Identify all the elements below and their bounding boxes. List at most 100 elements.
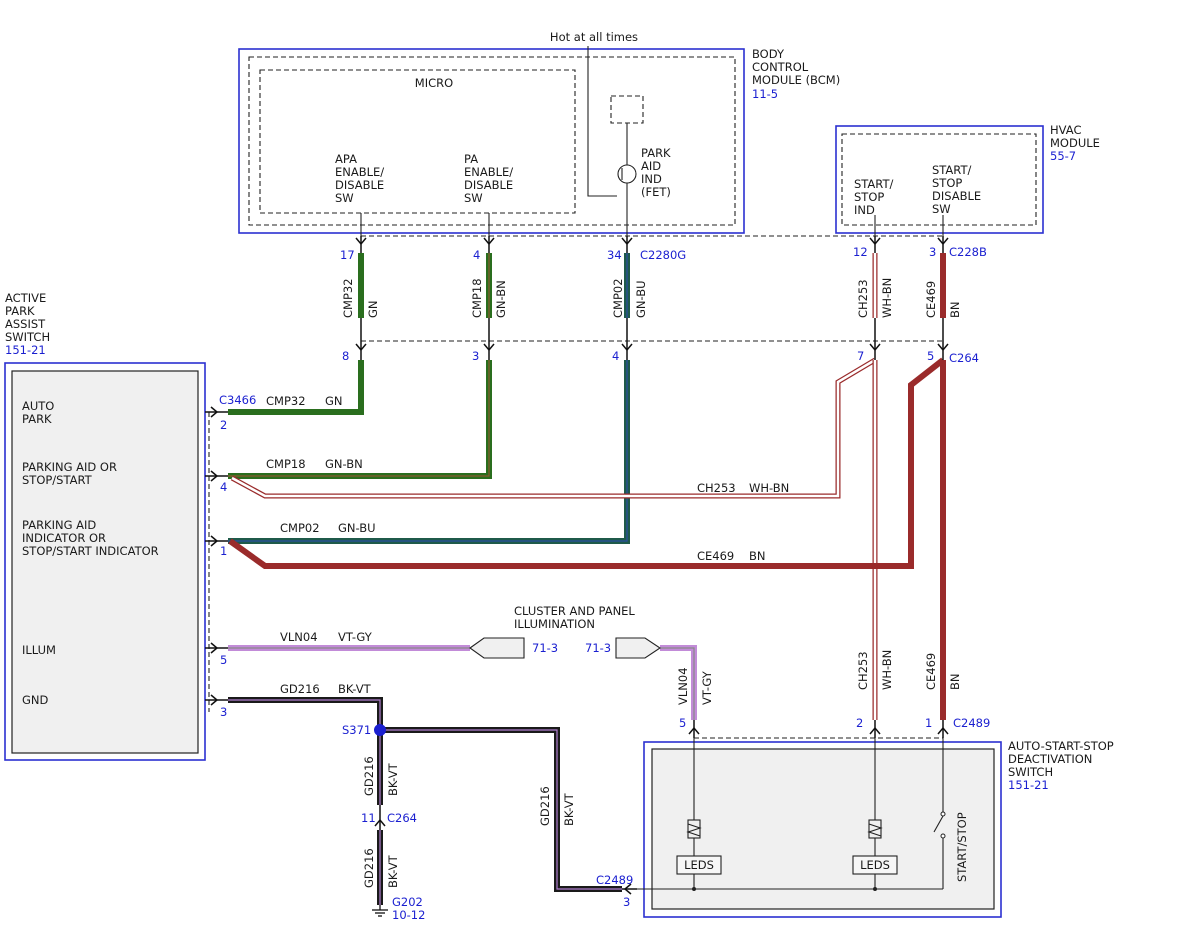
wire-color-label: WH-BN (880, 278, 894, 318)
wire-color-label: GN (366, 300, 380, 318)
wire-circuit-label: GD216 (280, 682, 320, 696)
wire-circuit-label: CMP02 (280, 521, 320, 535)
pin-number: 1 (220, 544, 227, 558)
micro-label: MICRO (415, 76, 453, 90)
wire-circuit-label: CH253 (856, 651, 870, 690)
bcm-ref: 11-5 (752, 87, 778, 101)
offpage-connector-left-icon (469, 637, 525, 659)
wire-color-label: GN (325, 394, 343, 408)
wire-circuit-label: CMP18 (266, 457, 306, 471)
pin-number: 5 (679, 716, 686, 730)
hot-feed-line (587, 46, 617, 197)
wire-circuit-label: VLN04 (676, 667, 690, 705)
wire-color-label: VT-GY (338, 630, 373, 644)
leds-label-1: LEDS (684, 858, 714, 872)
pin-number: 1 (925, 716, 932, 730)
wire-circuit-label: CMP32 (266, 394, 306, 408)
wire-color-label: WH-BN (880, 650, 894, 690)
wire-color-label: GN-BN (325, 457, 363, 471)
wire-color-label: BN (948, 674, 962, 691)
wire-circuit-label: CE469 (697, 549, 734, 563)
connector-c2489: C2489 (953, 716, 990, 730)
pin-number: 8 (342, 349, 349, 363)
pin-number: 12 (853, 245, 868, 259)
wire-gd216-apas (228, 697, 383, 805)
wire-circuit-label: GD216 (362, 756, 376, 796)
pin-number: 3 (472, 349, 479, 363)
pin-numbers: 17 4 34 12 3 8 3 4 7 5 2 4 1 5 3 5 2 1 3… (220, 245, 936, 909)
connector-c3466: C3466 (219, 393, 256, 407)
illumination-ref-left: 71-3 (532, 641, 558, 655)
connector-c2489-gnd: C2489 (596, 873, 633, 887)
pin-number: 17 (340, 248, 355, 262)
pin-number: 2 (856, 716, 863, 730)
fet-box (610, 95, 644, 124)
wire-cmp02-lower (228, 360, 630, 544)
leds-label-2: LEDS (860, 858, 890, 872)
wire-circuit-label: CH253 (856, 279, 870, 318)
splice-s371-icon (374, 724, 386, 736)
wire-circuit-label: CMP32 (341, 278, 355, 318)
wire-circuit-label: CMP02 (611, 278, 625, 318)
apas-pin-gnd: GND (22, 693, 49, 707)
start-stop-switch-label: START/STOP (955, 812, 969, 882)
wire-color-label: BK-VT (386, 854, 400, 888)
splice-s371-label: S371 (342, 723, 371, 737)
wire-circuit-label: GD216 (362, 848, 376, 888)
illumination-ref-right: 71-3 (585, 641, 611, 655)
wire-circuit-label: CH253 (697, 481, 736, 495)
ground-name: G202 (392, 895, 423, 909)
wire-circuit-label: CE469 (924, 281, 938, 318)
hvac-ref: 55-7 (1050, 149, 1076, 163)
wire-color-label: WH-BN (749, 481, 789, 495)
pin-number: 2 (220, 418, 227, 432)
wire-circuit-label: VLN04 (280, 630, 318, 644)
hot-at-all-times-label: Hot at all times (550, 30, 638, 44)
connector-c264: C264 (949, 351, 979, 365)
pin-number: 5 (927, 349, 934, 363)
pin-number: 11 (361, 811, 376, 825)
wire-color-label: GN-BU (634, 280, 648, 318)
wire-color-label: BN (749, 549, 766, 563)
pin-number: 3 (220, 705, 227, 719)
leds-box-1 (676, 855, 722, 875)
wire-color-label: GN-BN (494, 280, 508, 318)
wire-color-label: BK-VT (562, 792, 576, 826)
wire-circuit-label: CE469 (924, 653, 938, 690)
ground-ref: 10-12 (392, 908, 425, 922)
wire-ce469-to-apas (228, 357, 945, 569)
pin-number: 3 (929, 245, 936, 259)
pin-number: 4 (220, 480, 227, 494)
wire-color-label: BN (948, 302, 962, 319)
pin-number: 7 (857, 349, 864, 363)
wire-color-label: VT-GY (700, 670, 714, 705)
wire-circuit-label: GD216 (538, 786, 552, 826)
asds-ref: 151-21 (1008, 778, 1049, 792)
pin-number: 4 (473, 248, 480, 262)
connector-c264-gnd: C264 (387, 811, 417, 825)
pin-number: 3 (623, 895, 630, 909)
wire-color-label: GN-BU (338, 521, 376, 535)
pin-number: 5 (220, 653, 227, 667)
connector-c2280g: C2280G (640, 248, 686, 262)
offpage-connector-right-icon (615, 637, 661, 659)
ground-icon (372, 905, 388, 917)
wire-color-label: BK-VT (386, 762, 400, 796)
fet-icon (617, 164, 637, 184)
wire-color-label: BK-VT (338, 682, 372, 696)
wire-circuit-label: CMP18 (470, 278, 484, 318)
wire-labels: CMP32 GN CMP18 GN-BN CMP02 GN-BU CH253 W… (266, 278, 962, 888)
pin-number: 34 (607, 248, 622, 262)
